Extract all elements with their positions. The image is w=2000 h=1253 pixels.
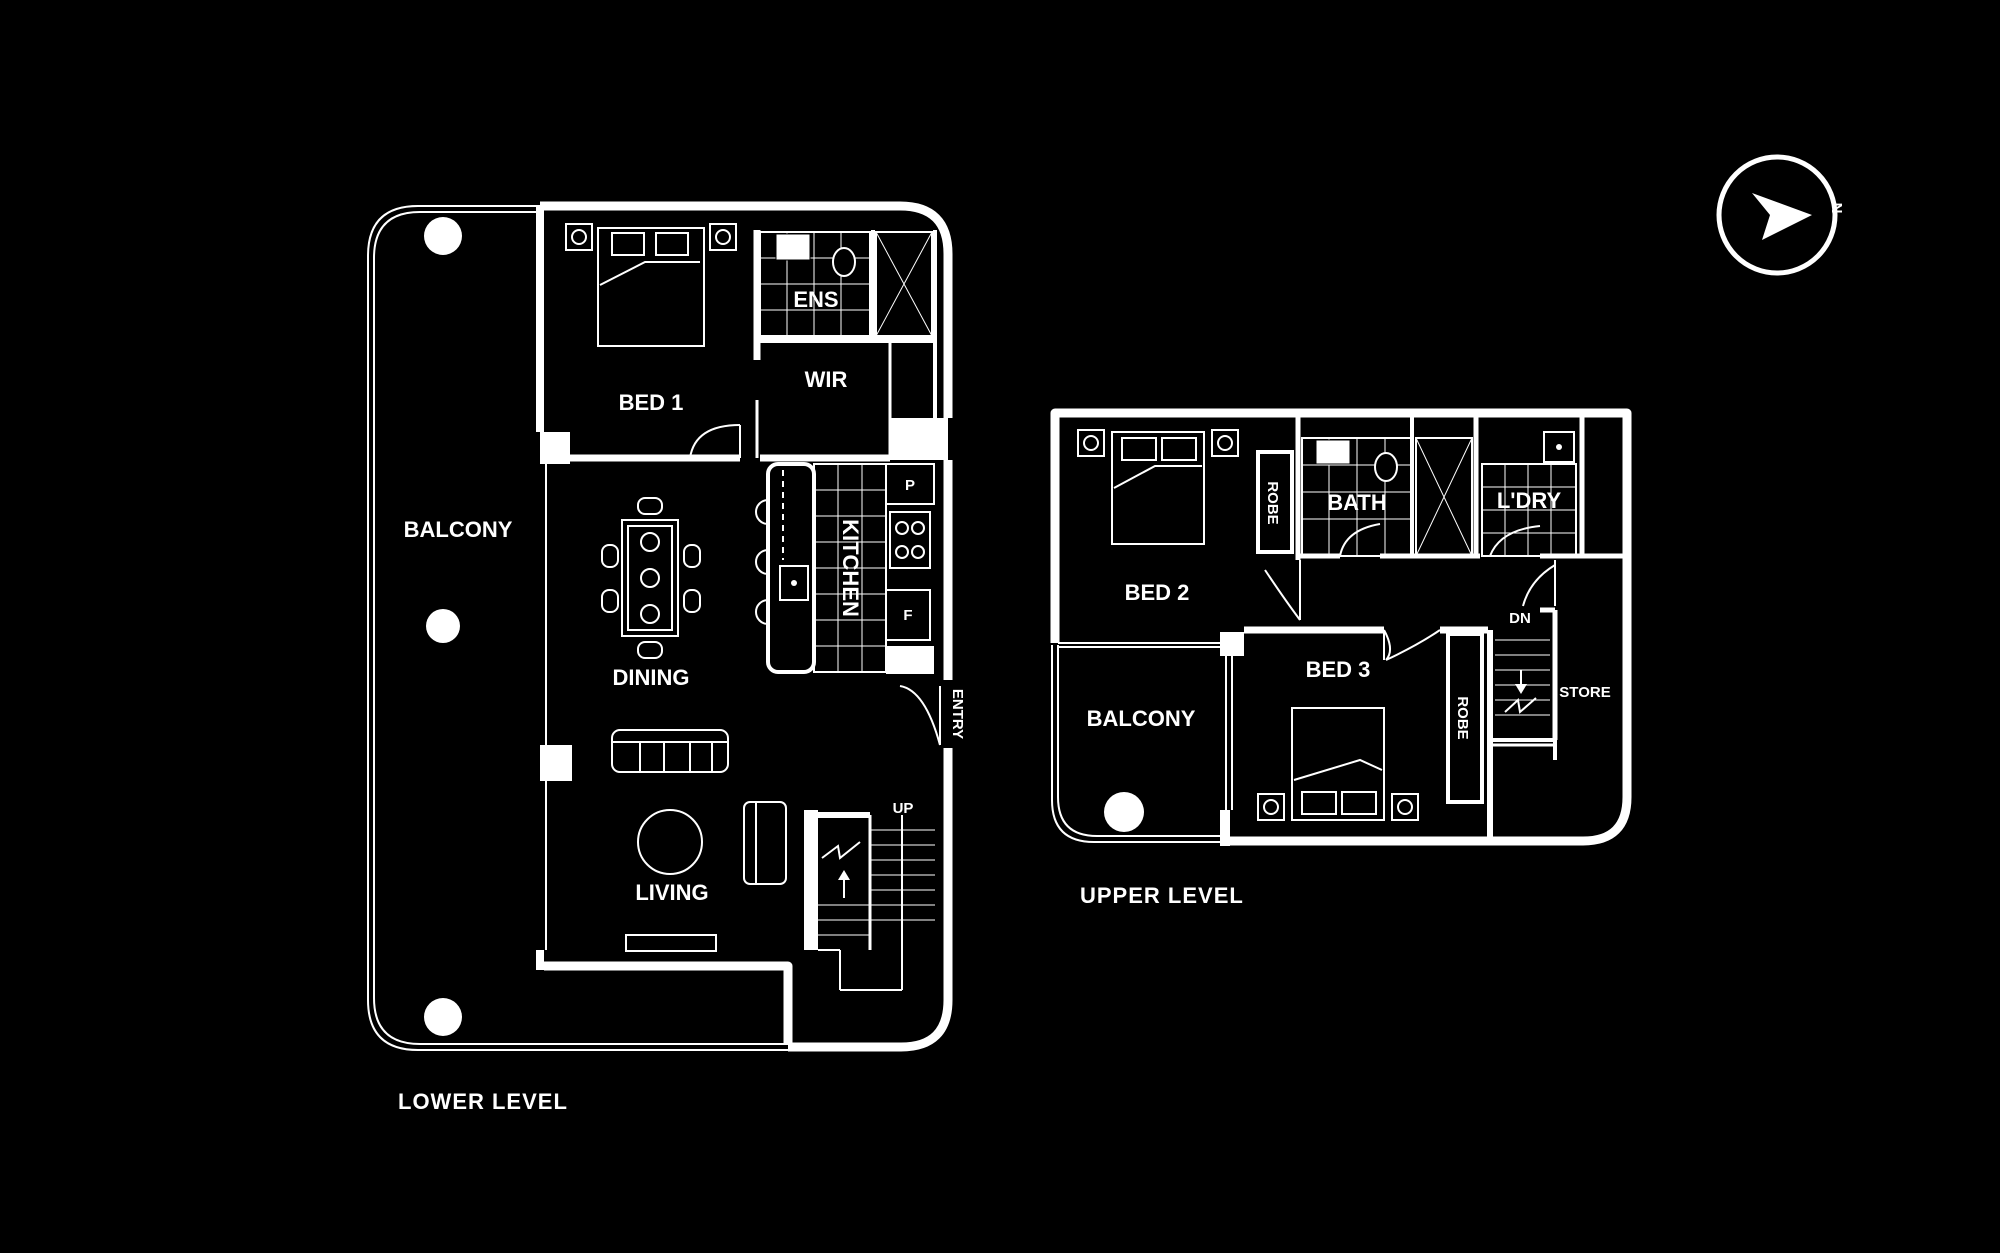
tv-unit	[625, 934, 717, 952]
coffee-table	[637, 809, 703, 875]
room-label-dining: DINING	[613, 665, 690, 690]
upper-level-plan: BED 2 ROBE BATH L'DRY BED 3 ROBE BALCONY…	[1050, 408, 1632, 908]
pantry-mark: P	[905, 477, 915, 494]
laundry-fittings	[1481, 431, 1577, 557]
room-label-upper-balcony: BALCONY	[1087, 706, 1196, 731]
column	[424, 217, 462, 255]
ensuite-shower	[875, 231, 933, 337]
room-label-ens: ENS	[793, 287, 838, 312]
room-label-store: STORE	[1559, 684, 1610, 701]
robe-bed-3	[1446, 632, 1484, 804]
room-label-wir: WIR	[805, 367, 848, 392]
entry-door	[899, 685, 941, 746]
room-label-laundry: L'DRY	[1497, 488, 1562, 513]
stairs-up-mark: UP	[893, 800, 914, 817]
fridge-mark: F	[903, 607, 912, 624]
room-label-bed-2: BED 2	[1125, 580, 1190, 605]
entry-mark: ENTRY	[949, 689, 966, 739]
room-label-bath: BATH	[1327, 490, 1386, 515]
stairs-down	[1488, 607, 1558, 760]
level-title-upper: UPPER LEVEL	[1080, 883, 1244, 908]
bed-3-bed	[1257, 707, 1419, 821]
room-label-kitchen: KITCHEN	[838, 519, 863, 617]
bath-fittings	[1301, 437, 1473, 557]
exterior-wall	[1050, 408, 1632, 846]
kitchen-fittings	[755, 462, 935, 674]
lower-level-plan: BALCONY BED 1 ENS WIR KITCHEN DINING LIV…	[367, 201, 966, 1114]
door-swing	[689, 424, 741, 459]
armchair	[743, 801, 787, 885]
north-arrow-icon: N	[1716, 154, 1845, 276]
column	[424, 998, 462, 1036]
compass-north-label: N	[1828, 203, 1845, 214]
room-label-bed-1: BED 1	[619, 390, 684, 415]
dining-table	[601, 497, 701, 659]
room-label-living: LIVING	[635, 880, 708, 905]
room-label-robe-bed-2: ROBE	[1264, 481, 1281, 524]
ensuite-tiles	[759, 231, 871, 337]
column	[426, 609, 460, 643]
bed-1-bed	[565, 223, 737, 347]
sofa	[611, 729, 729, 773]
stairs-up	[804, 810, 935, 991]
robe-bed-2	[1256, 450, 1294, 554]
room-label-bed-3: BED 3	[1306, 657, 1371, 682]
column	[1104, 792, 1144, 832]
room-label-balcony: BALCONY	[404, 517, 513, 542]
room-label-robe-bed-3: ROBE	[1454, 696, 1471, 739]
exterior-wall	[540, 201, 953, 418]
bed-2-bed	[1077, 429, 1239, 545]
balcony-outline	[367, 205, 788, 1051]
stairs-down-mark: DN	[1509, 610, 1531, 627]
level-title-lower: LOWER LEVEL	[398, 1089, 568, 1114]
